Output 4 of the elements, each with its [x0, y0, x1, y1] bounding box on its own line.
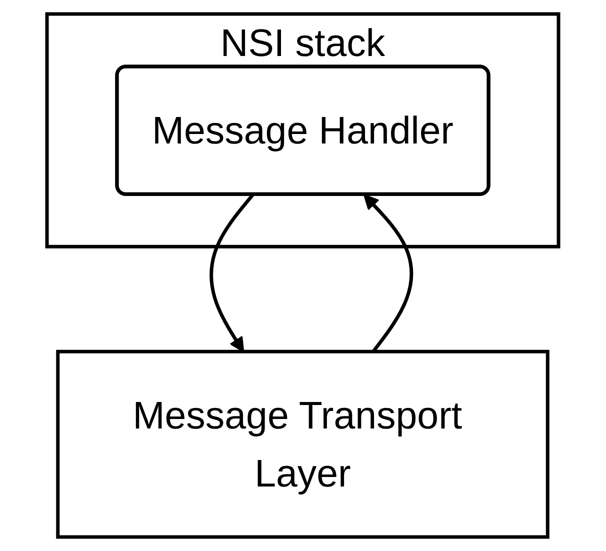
- diagram: NSI stack Message Handler Message Transport Layer: [33, 0, 573, 551]
- node-box: [56, 350, 550, 539]
- cluster: [45, 12, 560, 248]
- arrow: [210, 194, 254, 352]
